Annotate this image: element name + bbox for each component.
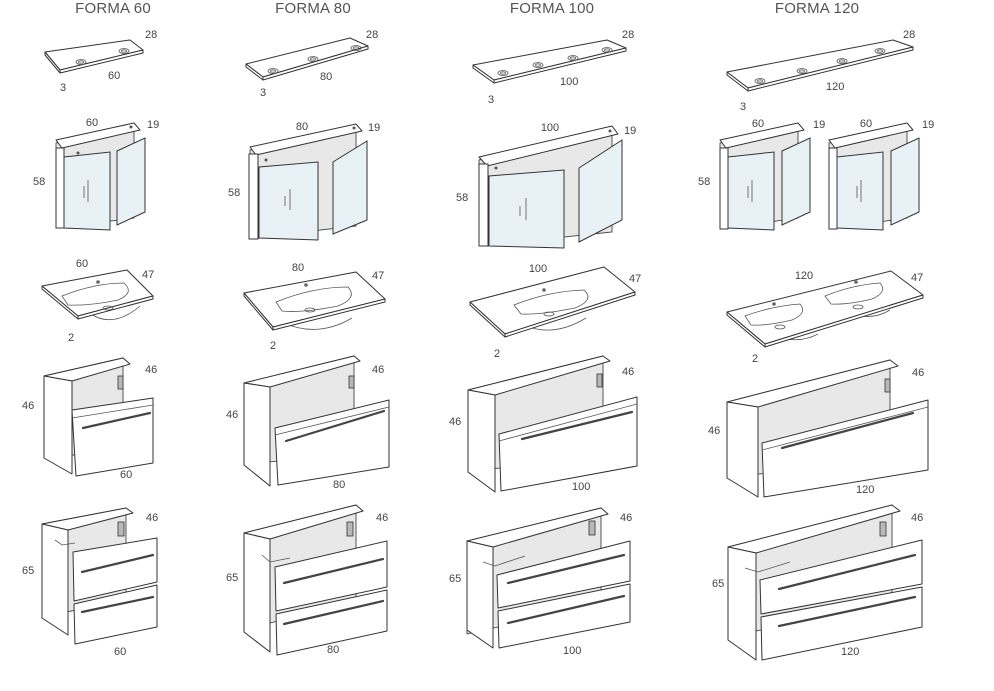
dimension-depth: 28 xyxy=(145,29,157,41)
countertop-forma-120 xyxy=(726,39,914,92)
dimension-depth: 46 xyxy=(620,512,632,524)
dimension-depth: 46 xyxy=(912,367,924,379)
dimension-thickness: 3 xyxy=(740,101,746,113)
dimension-width: 100 xyxy=(572,481,590,493)
dimension-width: 120 xyxy=(826,81,844,93)
dimension-depth: 47 xyxy=(142,269,154,281)
dimension-width: 100 xyxy=(560,76,578,88)
dimension-thickness: 2 xyxy=(752,353,758,365)
dimension-width: 60 xyxy=(86,117,98,129)
dimension-width: 80 xyxy=(333,479,345,491)
dimension-width: 100 xyxy=(563,645,581,657)
dimension-height: 58 xyxy=(228,187,240,199)
dimension-height: 65 xyxy=(712,578,724,590)
dimension-height: 58 xyxy=(698,176,710,188)
dimension-depth: 46 xyxy=(146,512,158,524)
drawer-cabinet-forma-120 xyxy=(726,359,929,498)
dimension-thickness: 3 xyxy=(488,94,494,106)
drawer-cabinet-forma-60 xyxy=(43,357,154,477)
column-title: FORMA 60 xyxy=(75,0,151,17)
dimension-width: 120 xyxy=(795,270,813,282)
dimension-depth: 46 xyxy=(376,512,388,524)
basin-forma-120 xyxy=(726,270,924,348)
dimension-thickness: 2 xyxy=(68,332,74,344)
dimension-thickness: 3 xyxy=(260,87,266,99)
dimension-height: 65 xyxy=(226,572,238,584)
dimension-depth: 46 xyxy=(145,364,157,376)
dimension-height: 46 xyxy=(708,425,720,437)
mirror-cabinet-forma-100 xyxy=(478,125,623,249)
countertop-forma-100 xyxy=(472,39,627,84)
dimension-depth: 28 xyxy=(366,29,378,41)
double-drawer-cabinet-forma-120 xyxy=(727,504,923,661)
dimension-width: 100 xyxy=(529,263,547,275)
dimension-depth: 19 xyxy=(368,122,380,134)
column-title: FORMA 100 xyxy=(510,0,594,17)
basin-forma-80 xyxy=(243,271,386,331)
dimension-thickness: 2 xyxy=(494,348,500,360)
dimension-depth: 19 xyxy=(813,119,825,131)
dimension-height: 58 xyxy=(456,192,468,204)
dimension-width: 60 xyxy=(752,118,764,130)
dimension-width: 60 xyxy=(860,118,872,130)
dimension-depth: 19 xyxy=(922,119,934,131)
double-drawer-cabinet-forma-60 xyxy=(41,507,158,645)
dimension-width: 80 xyxy=(320,71,332,83)
dimension-width: 60 xyxy=(120,469,132,481)
dimension-height: 46 xyxy=(22,400,34,412)
dimension-width: 120 xyxy=(841,646,859,658)
dimension-depth: 28 xyxy=(903,29,915,41)
column-title: FORMA 80 xyxy=(275,0,351,17)
dimension-depth: 46 xyxy=(372,364,384,376)
dimension-depth: 46 xyxy=(911,512,923,524)
mirror-cabinet-forma-120-left xyxy=(719,122,811,231)
mirror-cabinet-forma-60 xyxy=(55,122,146,231)
double-drawer-cabinet-forma-100 xyxy=(466,507,631,649)
dimension-depth: 47 xyxy=(911,272,923,284)
drawer-cabinet-forma-100 xyxy=(467,355,638,493)
dimension-thickness: 2 xyxy=(270,340,276,352)
dimension-height: 58 xyxy=(33,176,45,188)
dimension-depth: 47 xyxy=(372,270,384,282)
dimension-thickness: 3 xyxy=(60,82,66,94)
dimension-depth: 47 xyxy=(629,273,641,285)
mirror-cabinet-forma-80 xyxy=(248,123,368,241)
dimension-depth: 28 xyxy=(622,29,634,41)
basin-forma-60 xyxy=(41,269,154,320)
dimension-width: 80 xyxy=(296,121,308,133)
countertop-forma-60 xyxy=(44,39,144,74)
dimension-height: 46 xyxy=(449,416,461,428)
basin-forma-100 xyxy=(469,266,636,338)
dimension-height: 65 xyxy=(22,565,34,577)
countertop-forma-80 xyxy=(245,37,369,81)
dimension-depth: 19 xyxy=(624,125,636,137)
double-drawer-cabinet-forma-80 xyxy=(243,504,388,656)
dimension-width: 120 xyxy=(856,484,874,496)
dimension-depth: 19 xyxy=(147,119,159,131)
dimension-width: 80 xyxy=(292,262,304,274)
dimension-height: 65 xyxy=(449,573,461,585)
column-title: FORMA 120 xyxy=(775,0,859,17)
drawer-cabinet-forma-80 xyxy=(243,355,390,487)
mirror-cabinet-forma-120-right xyxy=(828,122,920,231)
dimension-height: 46 xyxy=(226,409,238,421)
dimension-width: 60 xyxy=(108,70,120,82)
dimension-width: 80 xyxy=(327,644,339,656)
dimension-width: 60 xyxy=(76,258,88,270)
dimension-width: 60 xyxy=(114,646,126,658)
dimension-width: 100 xyxy=(541,122,559,134)
dimension-depth: 46 xyxy=(622,366,634,378)
